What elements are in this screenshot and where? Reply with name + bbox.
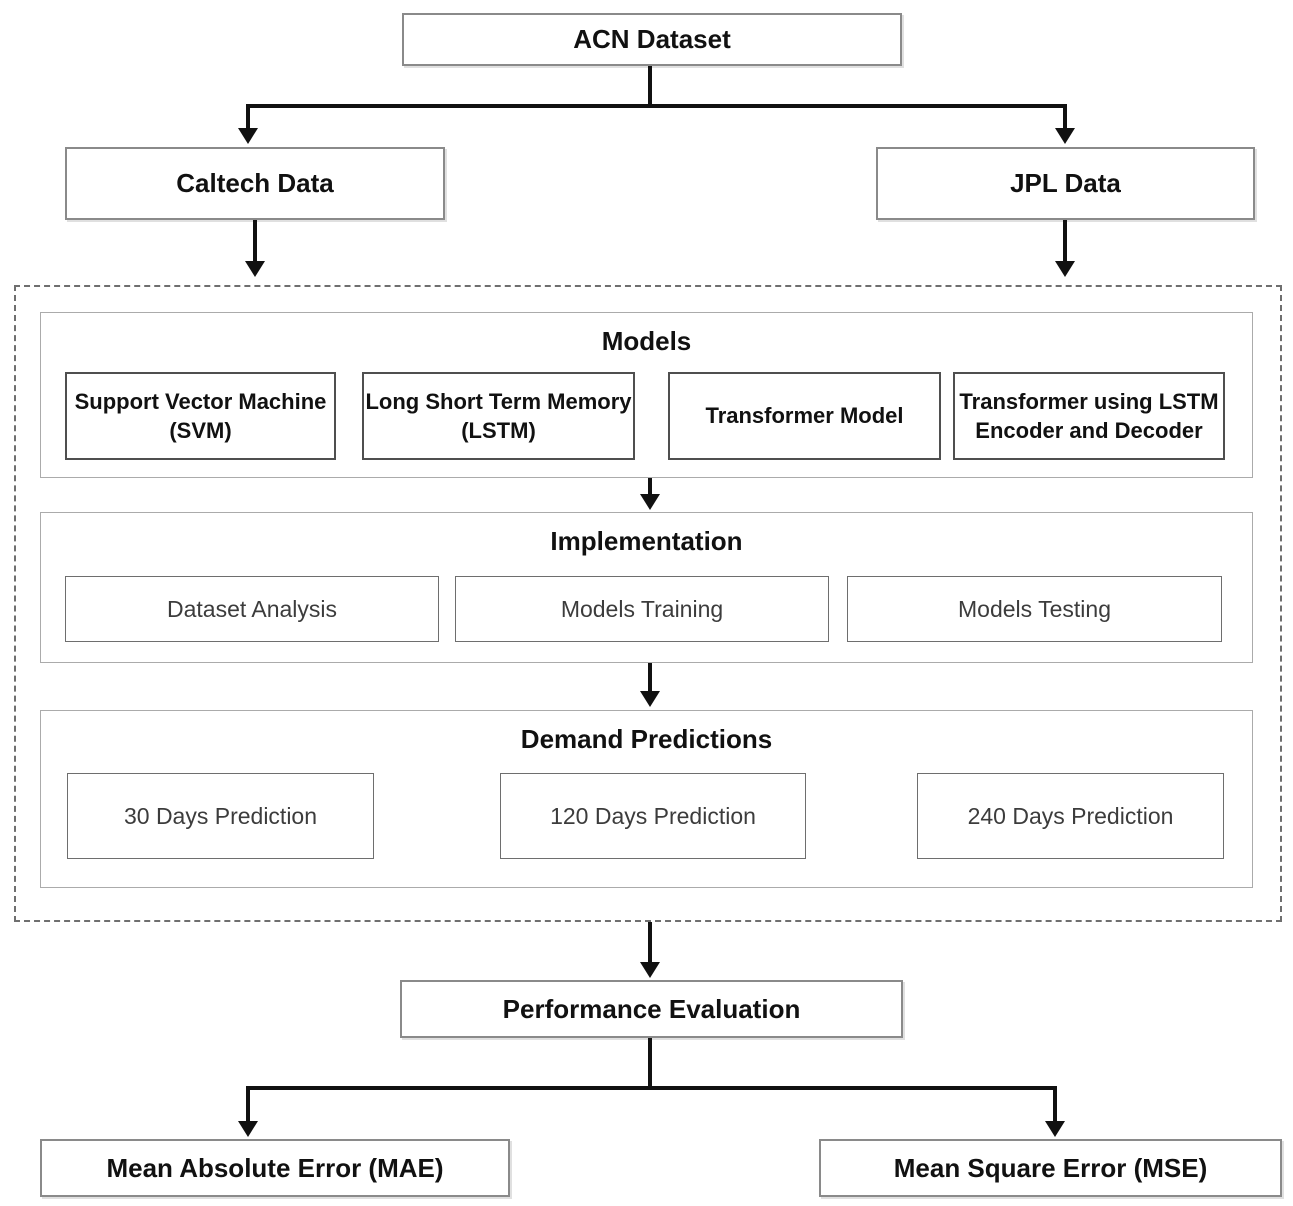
section-demand-predictions: Demand Predictions bbox=[40, 710, 1253, 888]
arrowhead-to-mse bbox=[1045, 1121, 1065, 1137]
model-box-transformer: Transformer Model bbox=[668, 372, 941, 460]
arrowhead-implementation-to-predictions bbox=[640, 691, 660, 707]
arrowhead-caltech-to-container bbox=[245, 261, 265, 277]
connector-to-caltech bbox=[246, 104, 250, 130]
arrowhead-to-jpl bbox=[1055, 128, 1075, 144]
node-acn-dataset-label: ACN Dataset bbox=[573, 24, 731, 54]
connector-evaluation-stem bbox=[648, 1038, 652, 1088]
node-jpl-data: JPL Data bbox=[876, 147, 1255, 220]
connector-caltech-to-container bbox=[253, 220, 257, 263]
workflow-container bbox=[14, 285, 1282, 922]
node-mean-absolute-error-label: Mean Absolute Error (MAE) bbox=[106, 1152, 444, 1183]
model-box-transformer-lstm-label-line1: Transformer using LSTM bbox=[959, 388, 1219, 414]
arrowhead-to-mae bbox=[238, 1121, 258, 1137]
section-demand-predictions-title: Demand Predictions bbox=[520, 724, 773, 754]
section-models: Models bbox=[40, 312, 1253, 478]
prediction-box-30-days-label: 30 Days Prediction bbox=[123, 802, 318, 829]
connector-implementation-to-predictions bbox=[648, 663, 652, 693]
node-performance-evaluation-label: Performance Evaluation bbox=[502, 993, 801, 1024]
model-box-lstm: Long Short Term Memory (LSTM) bbox=[362, 372, 635, 460]
section-implementation-title: Implementation bbox=[550, 526, 743, 556]
connector-acn-stem bbox=[648, 66, 652, 108]
arrowhead-models-to-implementation bbox=[640, 494, 660, 510]
prediction-box-30-days: 30 Days Prediction bbox=[67, 773, 374, 859]
connector-to-jpl bbox=[1063, 104, 1067, 130]
connector-to-mae bbox=[246, 1086, 250, 1123]
arrowhead-jpl-to-container bbox=[1055, 261, 1075, 277]
arrowhead-to-caltech bbox=[238, 128, 258, 144]
connector-acn-split bbox=[246, 104, 1067, 108]
model-box-lstm-label-line1: Long Short Term Memory bbox=[365, 388, 632, 414]
node-jpl-data-label: JPL Data bbox=[1010, 168, 1121, 198]
implementation-box-models-testing-label: Models Testing bbox=[958, 595, 1111, 622]
implementation-box-models-testing: Models Testing bbox=[847, 576, 1222, 642]
model-box-lstm-label-line2: (LSTM) bbox=[461, 418, 536, 443]
node-caltech-data: Caltech Data bbox=[65, 147, 445, 220]
connector-models-to-implementation bbox=[648, 478, 652, 497]
implementation-box-models-training: Models Training bbox=[455, 576, 829, 642]
model-box-transformer-lstm-label-line2: Encoder and Decoder bbox=[975, 418, 1203, 443]
model-box-svm-label-line2: (SVM) bbox=[169, 418, 232, 443]
node-mean-absolute-error: Mean Absolute Error (MAE) bbox=[40, 1139, 510, 1197]
implementation-box-models-training-label: Models Training bbox=[560, 595, 724, 622]
connector-to-mse bbox=[1053, 1086, 1057, 1123]
model-box-svm-label-line1: Support Vector Machine bbox=[74, 388, 327, 414]
section-implementation: Implementation bbox=[40, 512, 1253, 663]
prediction-box-240-days: 240 Days Prediction bbox=[917, 773, 1224, 859]
connector-jpl-to-container bbox=[1063, 220, 1067, 263]
node-acn-dataset: ACN Dataset bbox=[402, 13, 902, 66]
prediction-box-120-days: 120 Days Prediction bbox=[500, 773, 806, 859]
model-box-transformer-lstm: Transformer using LSTM Encoder and Decod… bbox=[953, 372, 1225, 460]
implementation-box-dataset-analysis: Dataset Analysis bbox=[65, 576, 439, 642]
node-caltech-data-label: Caltech Data bbox=[176, 168, 334, 198]
node-performance-evaluation: Performance Evaluation bbox=[400, 980, 903, 1038]
connector-evaluation-split bbox=[246, 1086, 1057, 1090]
connector-container-to-evaluation bbox=[648, 922, 652, 964]
prediction-box-240-days-label: 240 Days Prediction bbox=[967, 802, 1174, 829]
model-box-transformer-label: Transformer Model bbox=[705, 403, 904, 429]
prediction-box-120-days-label: 120 Days Prediction bbox=[550, 802, 756, 829]
node-mean-square-error: Mean Square Error (MSE) bbox=[819, 1139, 1282, 1197]
model-box-svm: Support Vector Machine (SVM) bbox=[65, 372, 336, 460]
node-mean-square-error-label: Mean Square Error (MSE) bbox=[893, 1152, 1208, 1183]
arrowhead-container-to-evaluation bbox=[640, 962, 660, 978]
implementation-box-dataset-analysis-label: Dataset Analysis bbox=[166, 595, 338, 622]
section-models-title: Models bbox=[601, 326, 692, 356]
